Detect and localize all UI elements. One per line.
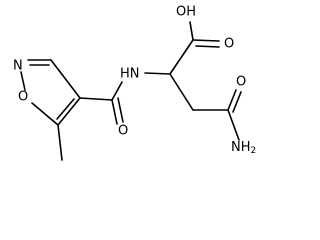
chemical-structure: N O HN O OH O O NH2	[13, 5, 256, 161]
bond-calpha-ccooh	[169, 39, 194, 75]
label-nh: HN	[120, 67, 140, 82]
bond-ccooh-oh	[189, 21, 194, 41]
label-ring-n: N	[13, 59, 23, 74]
structure-canvas: N O HN O OH O O NH2	[13, 5, 256, 161]
amide-group	[79, 72, 171, 125]
isoxazole-ring	[20, 59, 81, 126]
bond-methyl	[57, 124, 63, 161]
bond-nh-calpha	[144, 72, 171, 75]
bond-o1-n2	[20, 71, 26, 91]
bond-camide-o-double	[232, 91, 242, 113]
label-oh: OH	[176, 5, 196, 20]
bond-c4-c5-double	[56, 98, 75, 120]
label-ring-o: O	[18, 90, 28, 105]
bond-c3-c4	[50, 59, 81, 99]
label-nh2-main: NH	[231, 140, 251, 155]
label-amide2-o: O	[236, 75, 246, 90]
label-acid-o: O	[224, 37, 234, 52]
label-nh2: NH2	[231, 140, 256, 157]
bond-ccooh-o-double	[195, 45, 220, 48]
bond-c5-o1	[31, 102, 59, 126]
carboxamide-side-chain	[169, 73, 242, 141]
bond-calpha-ch2	[169, 73, 194, 111]
bond-ccarbonyl-o-double	[117, 97, 124, 123]
carboxyl-group	[169, 21, 220, 75]
bond-c4-ccarbonyl	[79, 97, 113, 101]
bond-ccarbonyl-nh	[111, 81, 123, 101]
bond-ccooh-o	[192, 39, 220, 42]
bond-ccarbonyl-o	[111, 99, 118, 125]
bond-camide-o	[227, 89, 237, 111]
label-nh2-subscript: 2	[251, 146, 257, 156]
bond-camide-nh2	[227, 109, 240, 141]
bond-c4-c5	[57, 97, 81, 126]
label-amide-o: O	[118, 124, 128, 139]
